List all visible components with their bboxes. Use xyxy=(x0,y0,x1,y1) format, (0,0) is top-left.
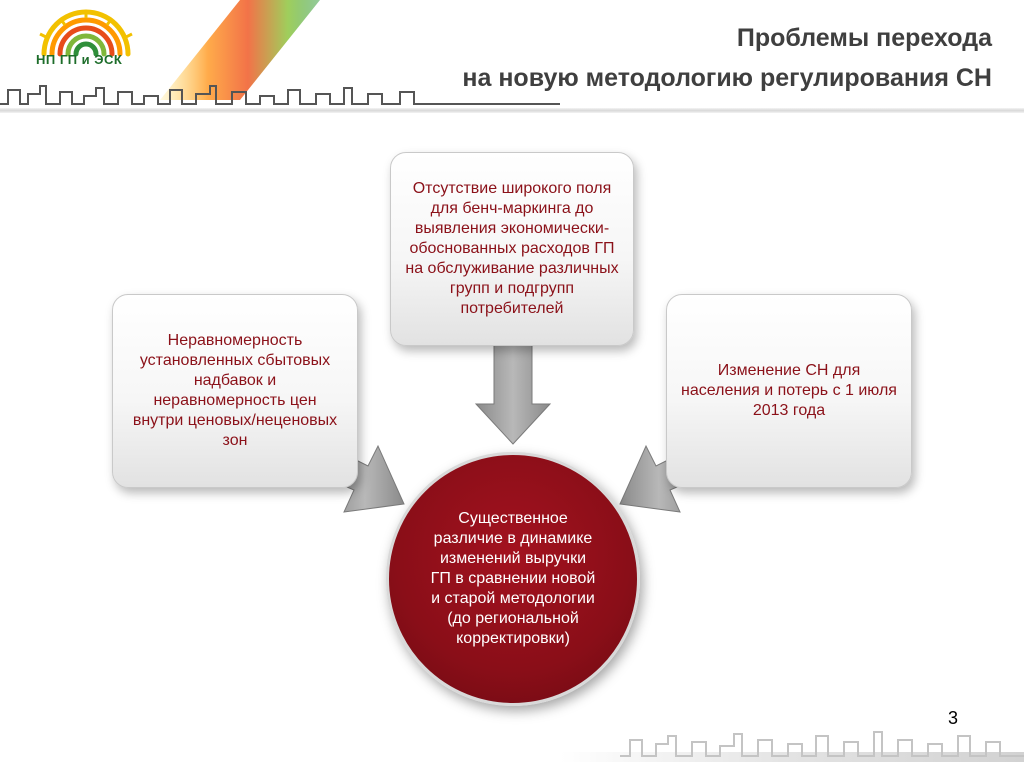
problem-box-top: Отсутствие широкого поля для бенч-маркин… xyxy=(390,152,634,346)
city-skyline-icon xyxy=(0,85,560,105)
slide-title-line2: на новую методологию регулирования СН xyxy=(462,64,992,92)
problem-box-left: Неравномерность установленных сбытовых н… xyxy=(112,294,358,488)
slide-title-line1: Проблемы перехода xyxy=(736,24,992,52)
footer-skyline-icon xyxy=(560,731,1024,762)
result-circle-text: Существенное различие в динамике изменен… xyxy=(430,510,596,647)
problem-box-right: Изменение СН для населения и потерь с 1 … xyxy=(666,294,912,488)
arrow-down-icon xyxy=(474,343,552,445)
problem-box-right-text: Изменение СН для населения и потерь с 1 … xyxy=(681,362,897,419)
rainbow-stripe-icon xyxy=(160,0,320,100)
problem-box-top-text: Отсутствие широкого поля для бенч-маркин… xyxy=(405,180,619,317)
header-divider xyxy=(0,108,1024,113)
problem-box-left-text: Неравномерность установленных сбытовых н… xyxy=(132,332,338,449)
logo-sun-icon xyxy=(39,9,133,57)
page-number: 3 xyxy=(948,708,959,728)
result-circle: Существенное различие в динамике изменен… xyxy=(386,452,640,706)
logo-text: НП ГП и ЭСК xyxy=(36,52,123,67)
